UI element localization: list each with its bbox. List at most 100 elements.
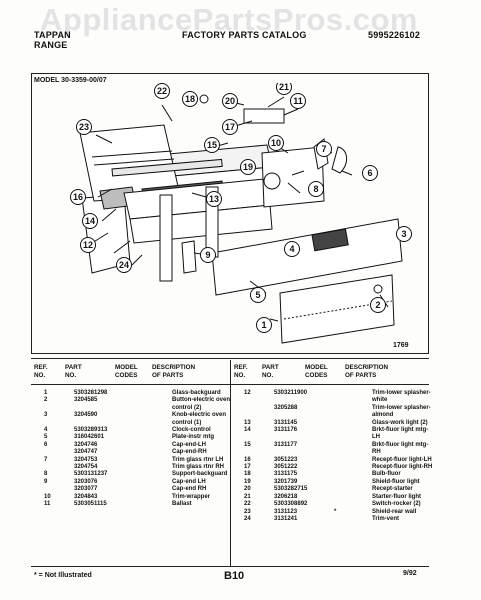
part-number: 3131241 (274, 515, 298, 522)
ref-number: 12 (244, 390, 251, 396)
ref-number: 10 (44, 493, 51, 500)
part-description: Glass-work light (2) (372, 419, 428, 426)
part-description: white (372, 397, 388, 404)
part-description: Cap-end-LH (172, 441, 206, 448)
ref-number: 15 (244, 441, 251, 448)
ref-number (34, 420, 74, 427)
callout-14 (82, 213, 98, 229)
model-code (134, 434, 172, 441)
part-description: Knob-electric oven (172, 412, 227, 419)
part-description: almond (372, 412, 394, 419)
brand-name: TAPPAN (34, 30, 71, 40)
part-number: 5303289313 (74, 427, 108, 434)
callout-9 (200, 247, 216, 263)
parts-row: control (2) (34, 405, 252, 412)
ref-number: 16 (244, 456, 251, 463)
ref-number: 20 (244, 486, 251, 493)
callout-23 (76, 119, 92, 135)
model-code (334, 397, 372, 404)
ref-number: 2 (44, 397, 48, 404)
part-number: 3051223 (274, 456, 298, 463)
ref-number: 1 (44, 390, 48, 396)
product-type: RANGE (34, 40, 68, 50)
part-number: 3204843 (74, 493, 98, 500)
model-code (334, 479, 372, 486)
watermark: AppliancePartsPros.com (40, 2, 418, 37)
part-number (274, 449, 334, 456)
part-number: 5303282715 (274, 486, 308, 493)
callout-label: 16 (73, 192, 83, 202)
callout-label: 10 (271, 138, 281, 148)
model-code (334, 449, 372, 456)
part-number (74, 420, 134, 427)
callout-label: 11 (293, 96, 303, 106)
ref-number: 7 (44, 456, 48, 463)
callout-13 (206, 191, 222, 207)
ref-number: 4 (44, 427, 48, 434)
part-number: 5303308892 (274, 501, 308, 508)
ref-number: 14 (244, 427, 251, 434)
part-number: 3131175 (274, 471, 298, 478)
model-code (334, 420, 372, 427)
part-number: 3131176 (274, 427, 298, 434)
callout-18 (182, 91, 198, 107)
part-number (74, 405, 134, 412)
model-code (134, 486, 172, 493)
ref-number: 11 (44, 501, 51, 508)
model-code (334, 457, 372, 464)
col-ref-right: REF.NO. (234, 364, 248, 379)
part-number: 3204746 (74, 441, 98, 448)
model-code (334, 412, 372, 419)
parts-row: control (1) (34, 420, 252, 427)
part-number (274, 412, 334, 419)
ref-number (234, 397, 274, 404)
part-number (274, 397, 334, 404)
part-description: Cap-end RH (172, 486, 207, 493)
callout-2 (370, 297, 386, 313)
callout-4 (284, 241, 300, 257)
part-number: 3206218 (274, 493, 298, 500)
part-description: Shield-rear wall (372, 508, 417, 515)
ref-number: 5 (44, 434, 48, 441)
model-code (334, 442, 372, 449)
model-code (134, 397, 172, 404)
callout-16 (70, 189, 86, 205)
callout-1 (256, 317, 272, 333)
ref-number: 19 (244, 478, 251, 485)
part-description: Recept-fluor light-LH (372, 456, 432, 463)
part-number: 3204747 (74, 449, 98, 456)
model-code (334, 494, 372, 501)
ref-number: 8 (44, 471, 48, 478)
callout-20 (222, 93, 238, 109)
figure-number: 1769 (393, 342, 409, 349)
model-code: * (334, 508, 337, 515)
callout-label: 22 (157, 86, 167, 96)
callout-label: 9 (205, 250, 210, 260)
part-number: 316042601 (74, 434, 105, 441)
part-description: RH (372, 449, 381, 456)
ref-number: 22 (244, 501, 251, 508)
callout-label: 1 (261, 320, 266, 330)
ref-number: 21 (244, 493, 251, 500)
callout-label: 7 (321, 144, 326, 154)
ref-number: 24 (244, 515, 251, 522)
part-description: control (1) (172, 419, 202, 426)
callout-label: 14 (85, 216, 95, 226)
model-code (134, 501, 172, 508)
model-code (134, 412, 172, 419)
part-number: 5303281298 (74, 390, 108, 396)
callout-label: 13 (209, 194, 219, 204)
